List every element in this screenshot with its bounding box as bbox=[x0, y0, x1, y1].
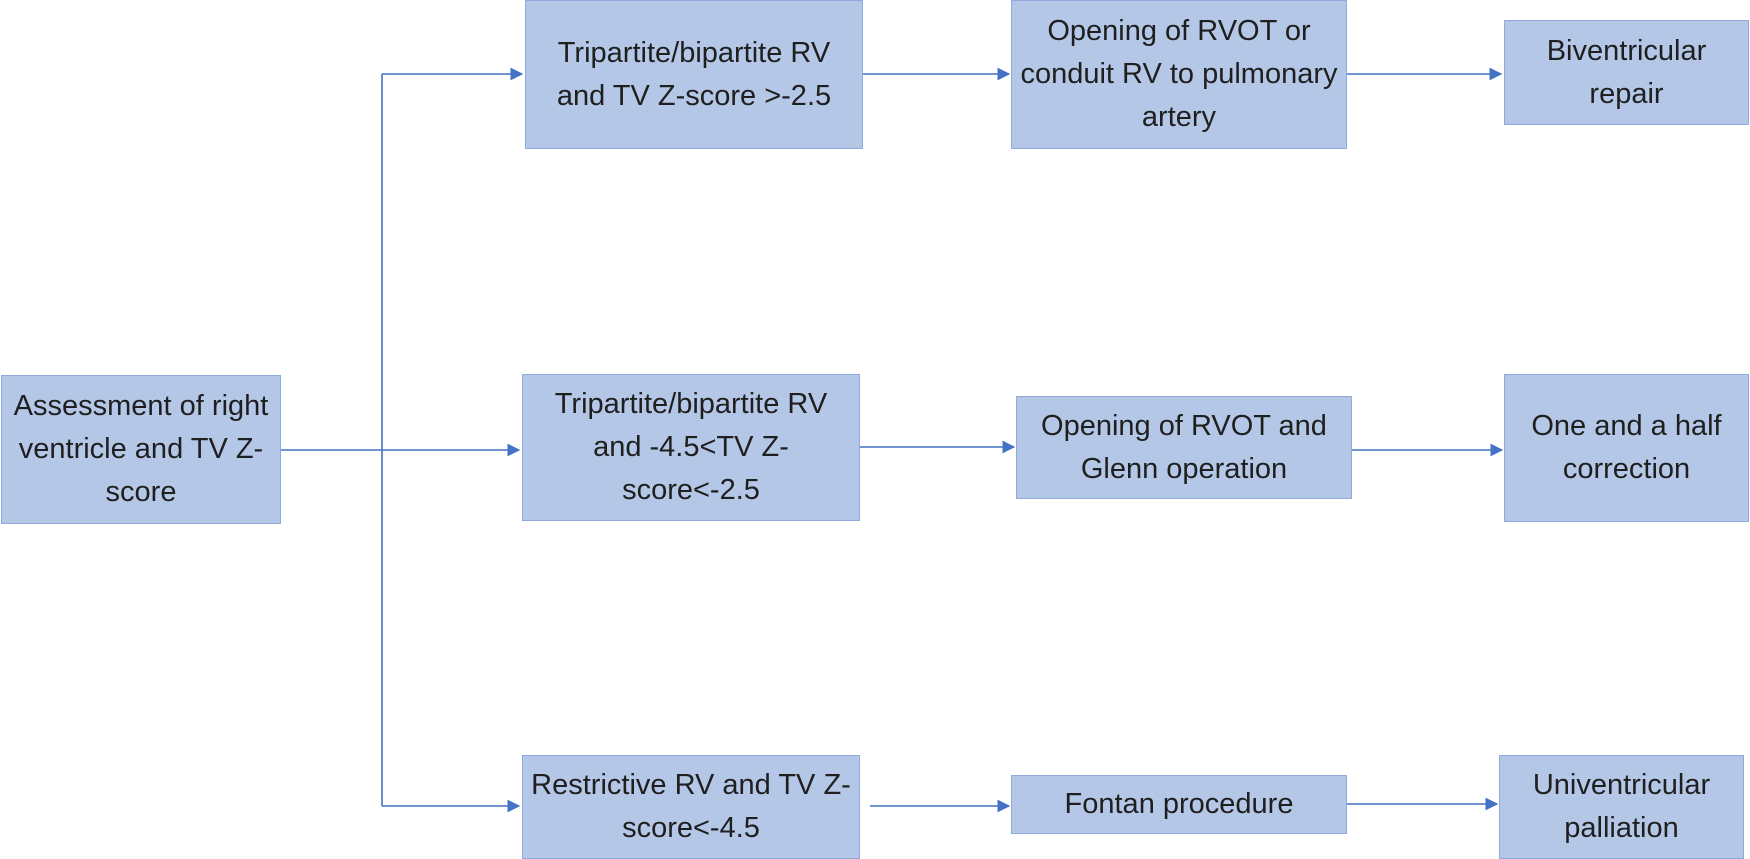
procedure-rvot-glenn-label: Opening of RVOT and Glenn operation bbox=[1041, 409, 1327, 485]
assessment-box: Assessment of right ventricle and TV Z-s… bbox=[1, 375, 281, 524]
outcome-one-and-half-box: One and a half correction bbox=[1504, 374, 1749, 522]
procedure-rvot-glenn-box: Opening of RVOT and Glenn operation bbox=[1016, 396, 1352, 499]
procedure-rvot-conduit-label: Opening of RVOT or conduit RV to pulmona… bbox=[1020, 15, 1338, 133]
outcome-univentricular-box: Univentricular palliation bbox=[1499, 755, 1744, 859]
outcome-biventricular-box: Biventricular repair bbox=[1504, 20, 1749, 125]
criteria-biventricular-box: Tripartite/bipartite RV and TV Z-score >… bbox=[525, 0, 863, 149]
outcome-biventricular-label: Biventricular repair bbox=[1546, 34, 1707, 110]
criteria-univentricular-label: Restrictive RV and TV Z-score<-4.5 bbox=[531, 769, 851, 844]
procedure-fontan-label: Fontan procedure bbox=[1064, 788, 1294, 820]
outcome-one-and-half-label: One and a half correction bbox=[1531, 410, 1722, 485]
criteria-one-and-half-box: Tripartite/bipartite RV and -4.5<TV Z-sc… bbox=[522, 374, 860, 521]
criteria-biventricular-label: Tripartite/bipartite RV and TV Z-score >… bbox=[556, 36, 832, 112]
procedure-rvot-conduit-box: Opening of RVOT or conduit RV to pulmona… bbox=[1011, 0, 1347, 149]
outcome-univentricular-label: Univentricular palliation bbox=[1532, 769, 1711, 844]
criteria-univentricular-box: Restrictive RV and TV Z-score<-4.5 bbox=[522, 755, 860, 859]
assessment-label: Assessment of right ventricle and TV Z-s… bbox=[13, 390, 269, 508]
criteria-one-and-half-label: Tripartite/bipartite RV and -4.5<TV Z-sc… bbox=[554, 388, 828, 506]
procedure-fontan-box: Fontan procedure bbox=[1011, 775, 1347, 834]
